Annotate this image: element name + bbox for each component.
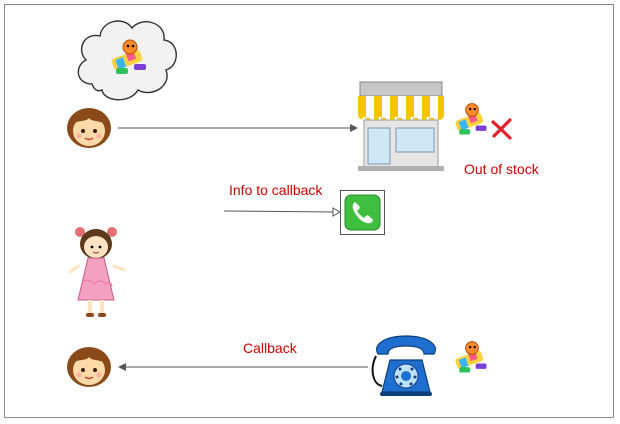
girl-face-icon	[67, 347, 111, 387]
toy-icon	[455, 341, 487, 373]
out-of-stock-label: Out of stock	[464, 161, 539, 177]
rotary-phone-icon	[371, 335, 436, 396]
cross-icon	[491, 118, 512, 140]
toy-icon	[455, 103, 487, 135]
girl-face-icon	[67, 108, 111, 148]
girl-full-icon	[68, 227, 126, 317]
phone-app-icon	[340, 190, 385, 235]
shop-icon	[358, 81, 444, 171]
callback-label: Callback	[243, 340, 297, 356]
info-to-callback-label: Info to callback	[229, 182, 323, 198]
toy-icon	[111, 39, 146, 74]
